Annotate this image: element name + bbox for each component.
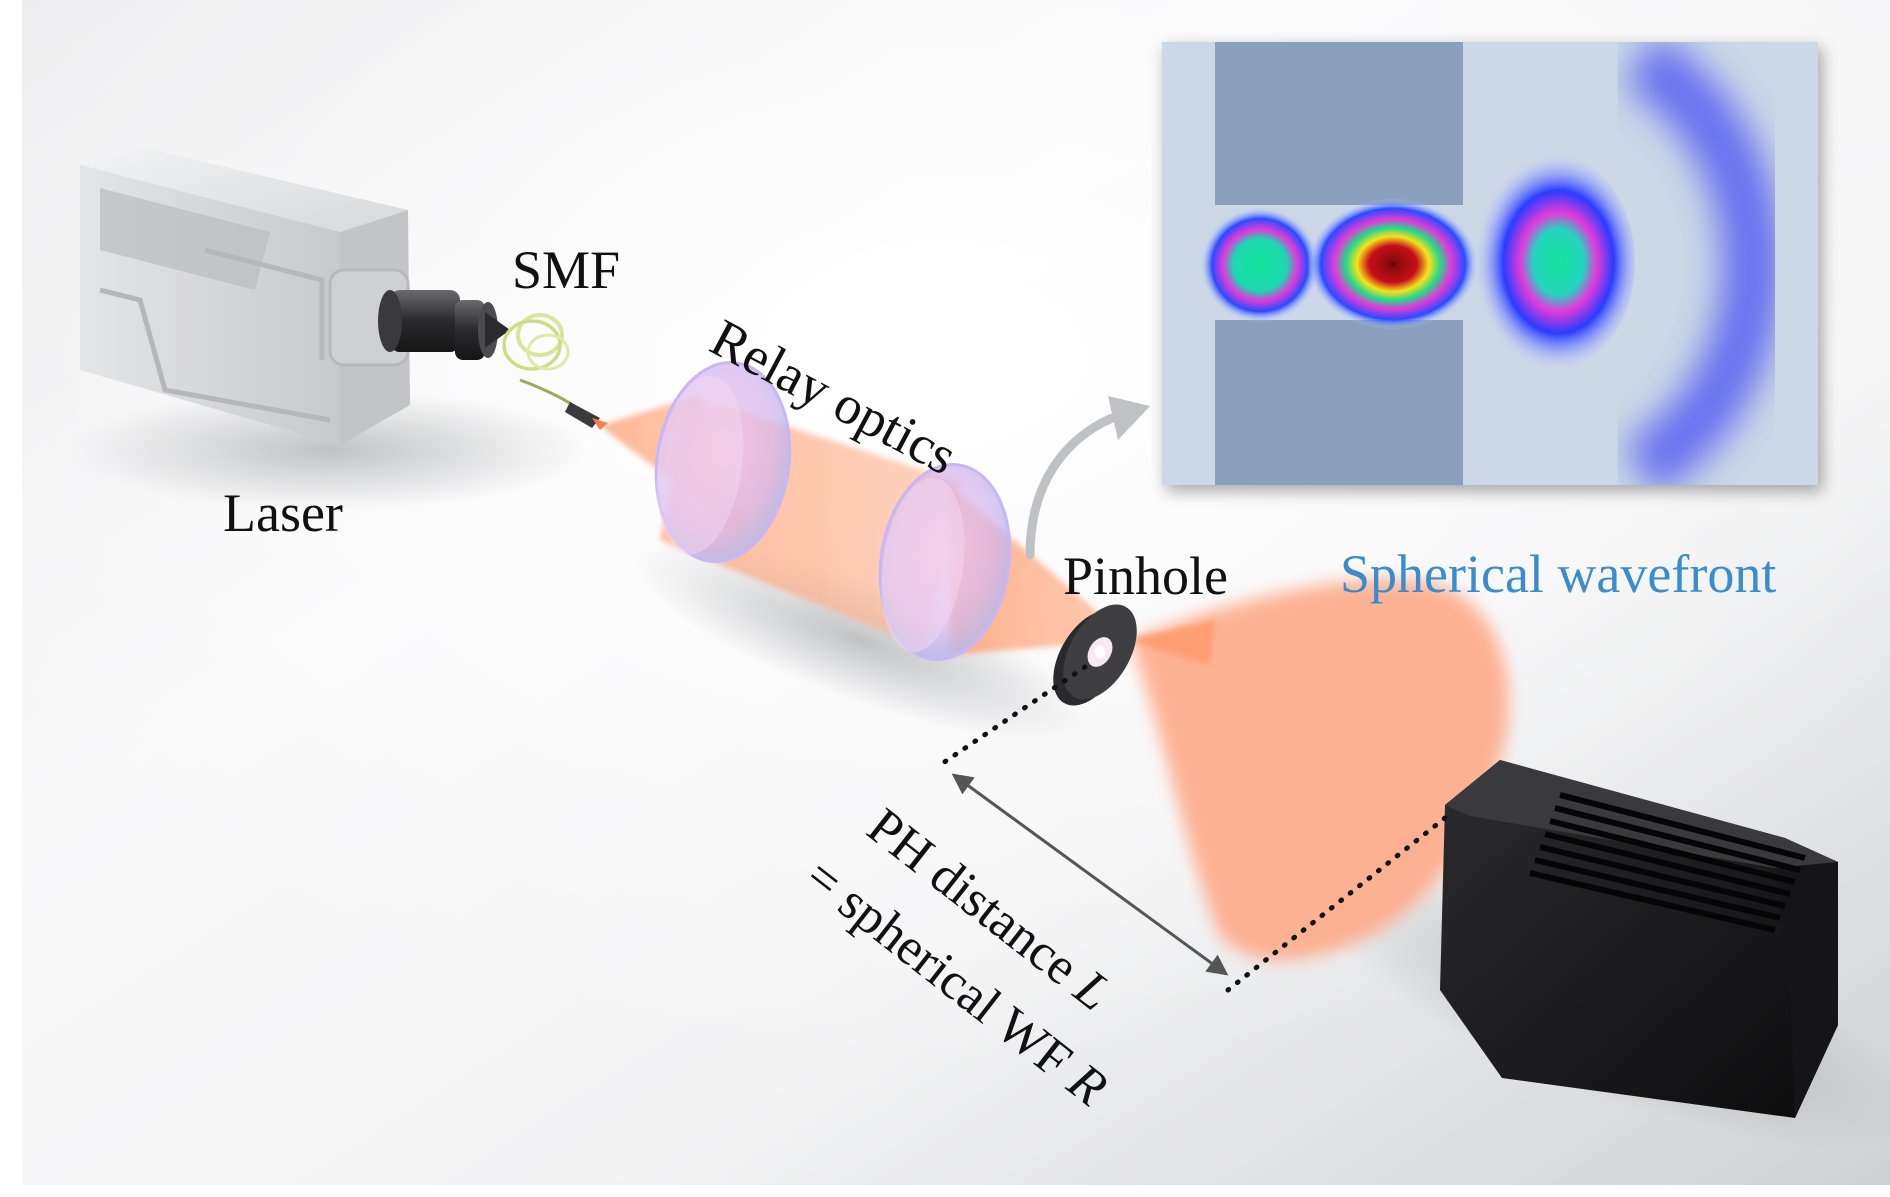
callout-arrow — [1025, 407, 1135, 560]
aperture-block-bottom — [1215, 320, 1463, 485]
lens-icon — [878, 463, 1012, 661]
smf-label: SMF — [512, 240, 621, 300]
wavefront-ring — [1623, 42, 1783, 485]
camera-vents — [1529, 792, 1806, 933]
distance-guides — [937, 664, 1448, 993]
distance-arrow — [951, 773, 1229, 976]
laser-shadow — [70, 390, 590, 510]
mode-spot — [1200, 207, 1320, 323]
lens-icon — [654, 361, 792, 563]
pinhole-disc-icon — [1053, 604, 1137, 706]
fiber-coil-icon — [502, 313, 608, 430]
spherical-wavefront-label: Spherical wavefront — [1340, 544, 1777, 604]
camera-sensor-icon — [1440, 760, 1838, 1118]
laser-label: Laser — [223, 483, 343, 543]
aperture-block-top — [1215, 42, 1463, 205]
focus-spot — [1307, 198, 1479, 330]
wavefront-inset — [1162, 42, 1818, 485]
pinhole-label: Pinhole — [1063, 546, 1229, 606]
laser-barrel — [378, 290, 510, 360]
expanding-spot — [1465, 152, 1635, 372]
